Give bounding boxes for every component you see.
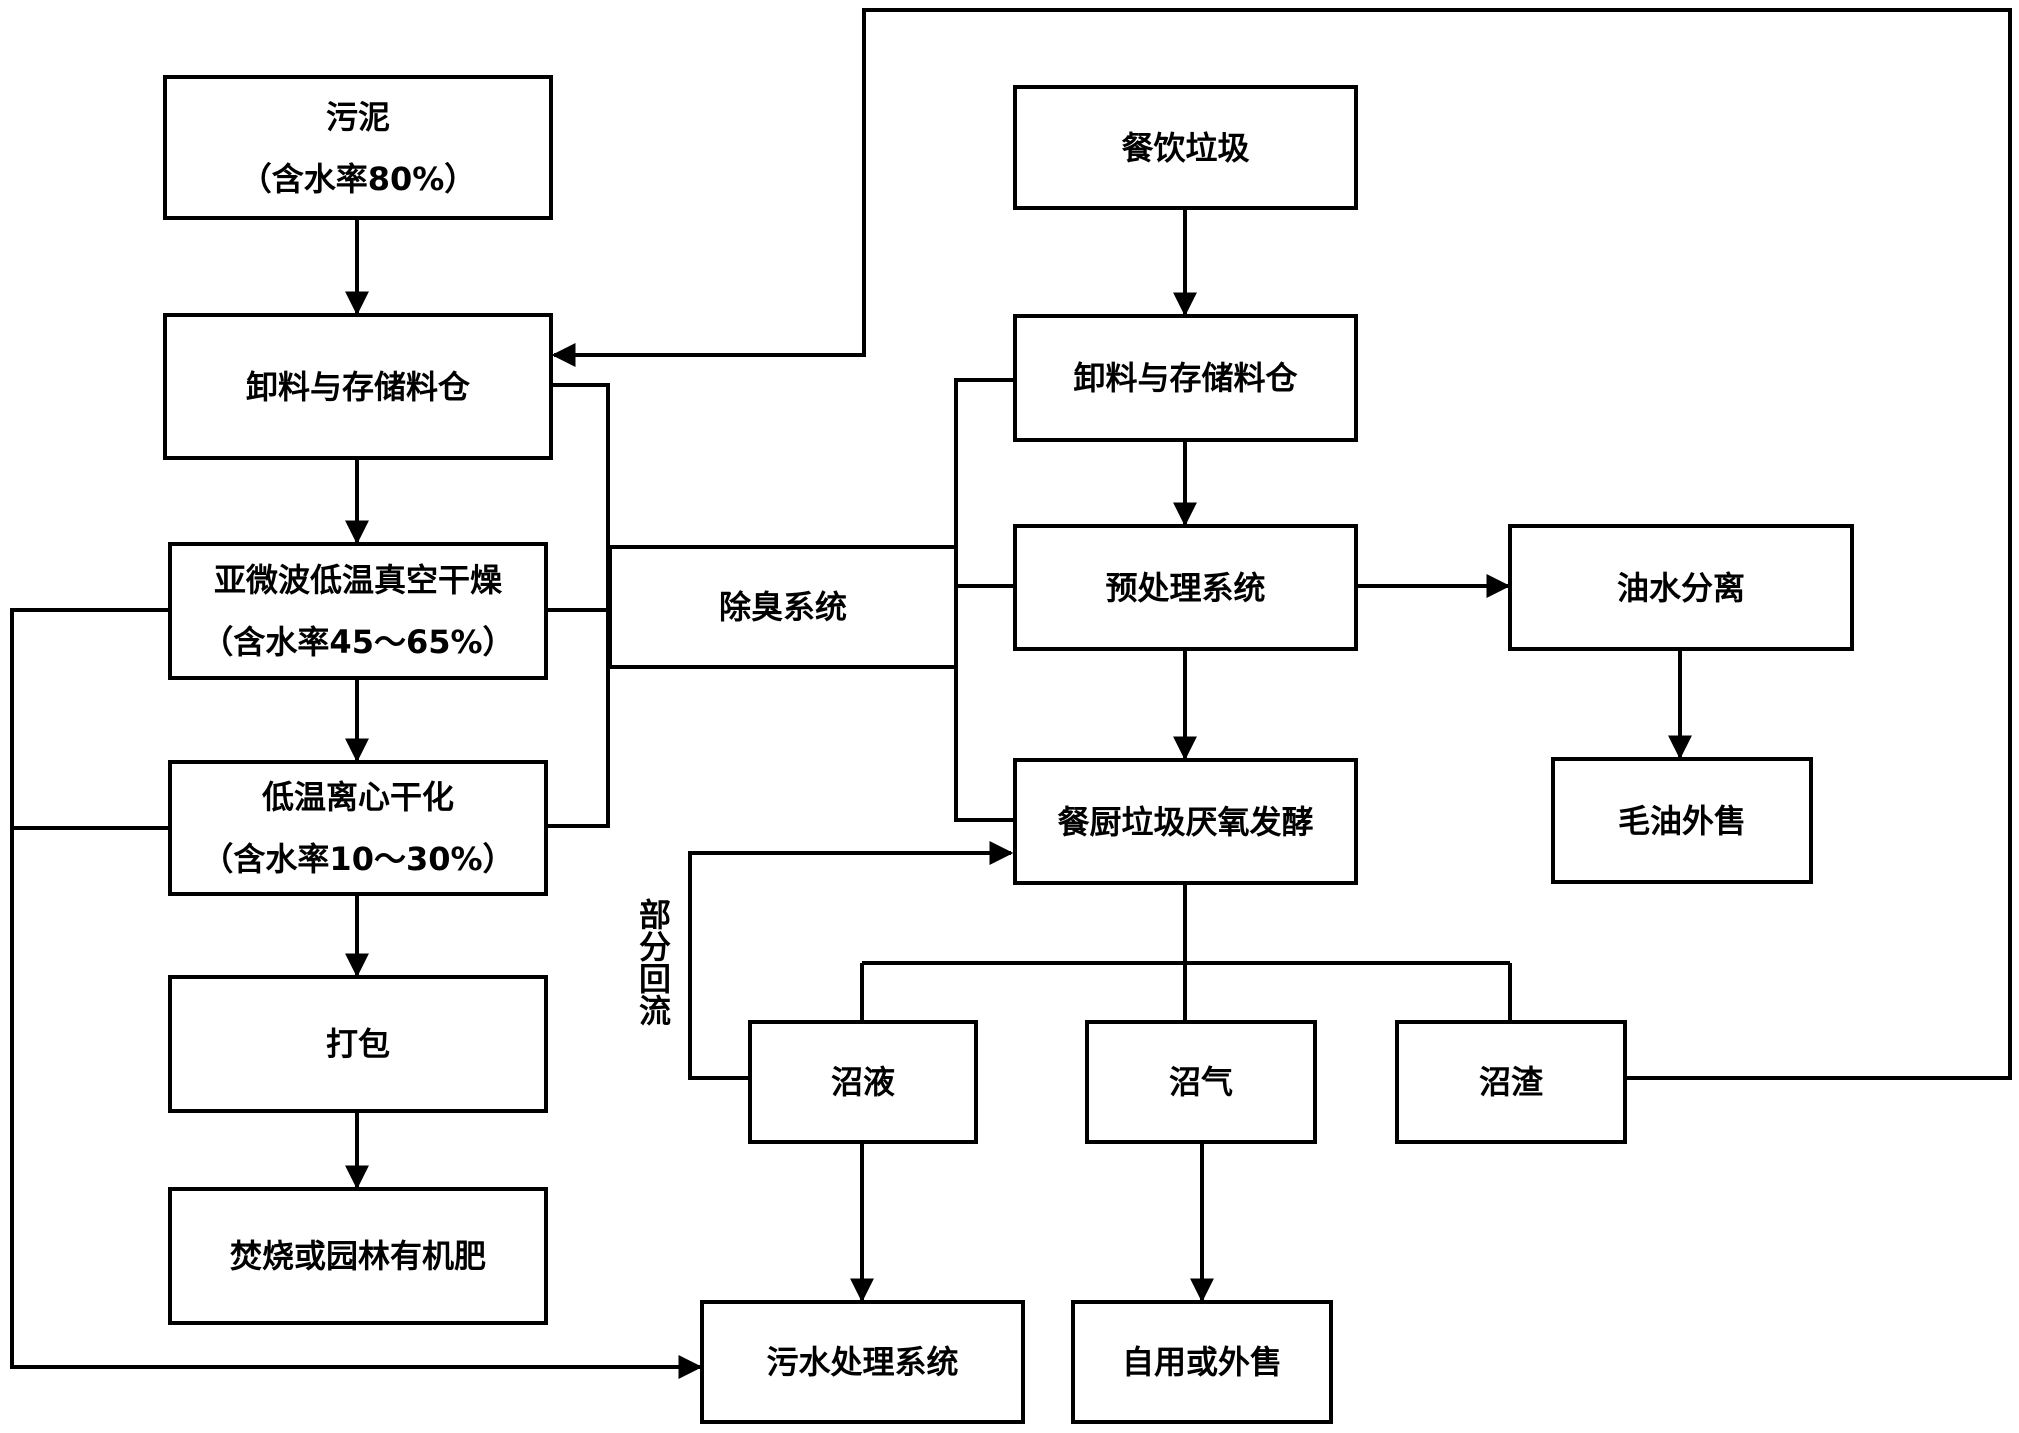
node-crude-oil-sale-label: 毛油外售 xyxy=(1617,801,1746,840)
node-deodorization: 除臭系统 xyxy=(608,545,958,669)
node-biogas-label: 沼气 xyxy=(1168,1063,1233,1101)
node-sludge: 污泥 （含水率80%） xyxy=(163,75,553,220)
node-food-waste: 餐饮垃圾 xyxy=(1013,85,1358,210)
node-pretreatment: 预处理系统 xyxy=(1013,524,1358,651)
arrow-partial-reflux xyxy=(688,841,1014,1080)
node-centrifugal-drying-line1: 低温离心干化 xyxy=(261,778,454,816)
node-biogas-residue-label: 沼渣 xyxy=(1478,1063,1543,1101)
node-packing-label: 打包 xyxy=(325,1025,390,1063)
node-microwave-drying-line1: 亚微波低温真空干燥 xyxy=(213,561,502,599)
node-sludge-storage-label: 卸料与存储料仓 xyxy=(245,367,470,406)
node-sludge-storage: 卸料与存储料仓 xyxy=(163,313,553,460)
node-food-storage-label: 卸料与存储料仓 xyxy=(1073,359,1298,397)
node-centrifugal-drying-line2: （含水率10～30%） xyxy=(201,840,515,878)
node-anaerobic-fermentation: 餐厨垃圾厌氧发酵 xyxy=(1013,758,1358,885)
node-wastewater-treatment-label: 污水处理系统 xyxy=(766,1343,959,1381)
node-incineration-label: 焚烧或园林有机肥 xyxy=(229,1237,486,1275)
node-food-waste-label: 餐饮垃圾 xyxy=(1121,128,1250,167)
node-centrifugal-drying: 低温离心干化 （含水率10～30%） xyxy=(168,760,548,896)
line-left-deodor-bus xyxy=(545,383,610,828)
node-microwave-drying: 亚微波低温真空干燥 （含水率45～65%） xyxy=(168,542,548,680)
node-oil-water-separation-label: 油水分离 xyxy=(1616,568,1745,607)
node-self-use-or-sale: 自用或外售 xyxy=(1071,1300,1333,1424)
node-food-storage: 卸料与存储料仓 xyxy=(1013,314,1358,442)
node-biogas: 沼气 xyxy=(1085,1020,1317,1144)
node-wastewater-treatment: 污水处理系统 xyxy=(700,1300,1025,1424)
node-self-use-or-sale-label: 自用或外售 xyxy=(1121,1343,1282,1381)
node-anaerobic-fermentation-label: 餐厨垃圾厌氧发酵 xyxy=(1057,802,1314,841)
node-deodorization-label: 除臭系统 xyxy=(718,588,847,626)
node-pretreatment-label: 预处理系统 xyxy=(1105,568,1266,607)
node-crude-oil-sale: 毛油外售 xyxy=(1551,757,1813,884)
node-sludge-line2: （含水率80%） xyxy=(239,159,477,198)
arrow-residue-to-sludge-storage xyxy=(551,8,2012,1080)
line-right-deodor-bus xyxy=(954,378,1013,822)
node-sludge-line1: 污泥 xyxy=(325,97,390,136)
node-packing: 打包 xyxy=(168,975,548,1113)
node-microwave-drying-line2: （含水率45～65%） xyxy=(201,623,515,661)
node-oil-water-separation: 油水分离 xyxy=(1508,524,1854,651)
node-incineration: 焚烧或园林有机肥 xyxy=(168,1187,548,1325)
line-sludge-water-collector xyxy=(10,608,703,1379)
node-biogas-residue: 沼渣 xyxy=(1395,1020,1627,1144)
node-biogas-slurry-label: 沼液 xyxy=(830,1063,895,1101)
node-biogas-slurry: 沼液 xyxy=(748,1020,978,1144)
edge-label-partial-reflux: 部分回流 xyxy=(634,898,672,1026)
